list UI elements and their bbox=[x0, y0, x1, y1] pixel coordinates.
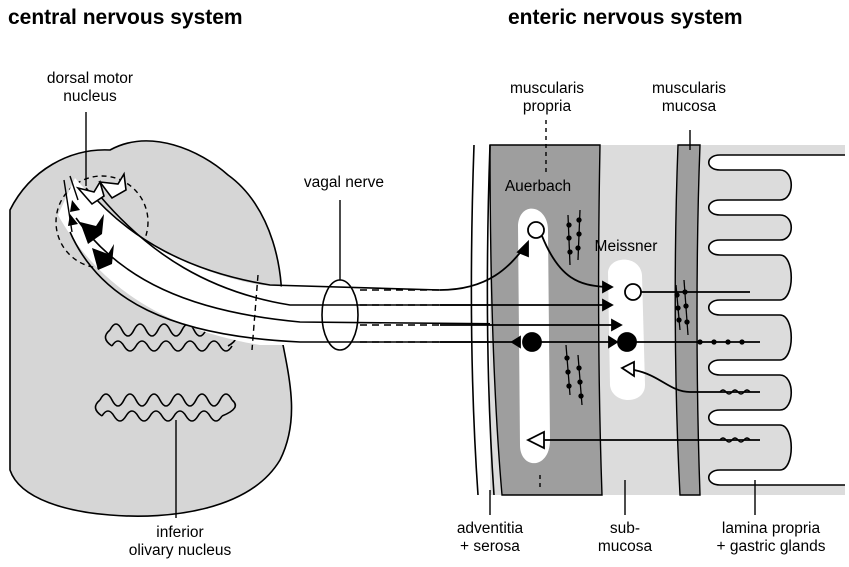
label-meissner: Meissner bbox=[586, 238, 666, 256]
label-adventitia: adventitia+ serosa bbox=[440, 520, 540, 556]
label-auerbach: Auerbach bbox=[498, 178, 578, 196]
label-vagal-nerve: vagal nerve bbox=[284, 174, 404, 192]
label-submucosa: sub-mucosa bbox=[580, 520, 670, 556]
label-lamina-propria: lamina propria+ gastric glands bbox=[696, 520, 846, 556]
